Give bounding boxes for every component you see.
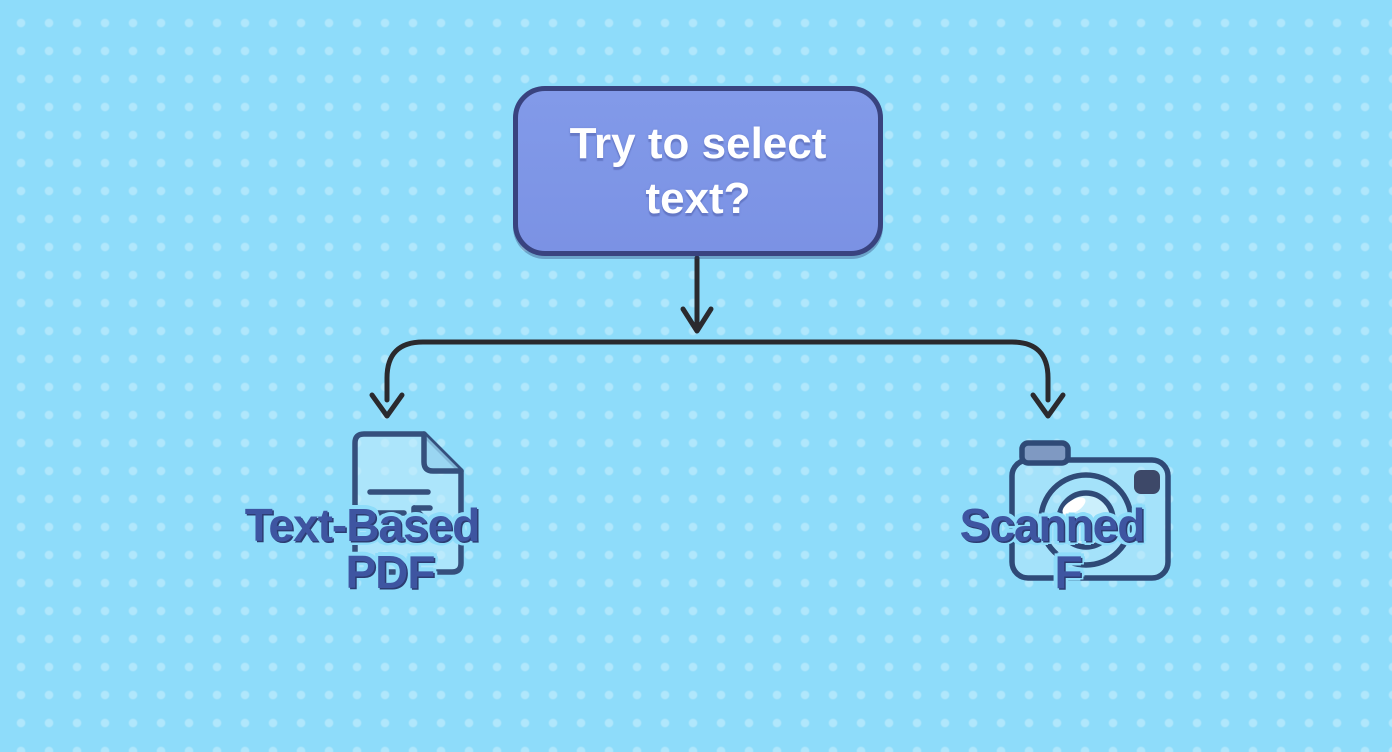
cursor-arrow-icon (411, 505, 439, 533)
right-branch-arrowhead-icon (1030, 392, 1066, 419)
camera-lens-outer (1038, 472, 1134, 568)
right-branch-label-line2: F (1054, 546, 1082, 598)
left-branch-label-line2: PDF (345, 546, 436, 598)
branch-elbow-connector (384, 339, 1051, 403)
right-branch-label-line1: Scanned (959, 499, 1146, 551)
camera-lens-highlight (1062, 497, 1086, 515)
arrow-down-head-icon (680, 306, 714, 334)
decision-label-line2: text? (645, 174, 751, 223)
left-branch-arrowhead-icon (369, 392, 405, 419)
document-folded-corner (421, 431, 464, 474)
left-branch-label-line1: Text-Based (244, 499, 481, 551)
camera-shutter-button (1019, 440, 1071, 466)
camera-flash-square (1134, 470, 1160, 494)
camera-icon (1009, 440, 1171, 581)
decision-label-line1: Try to select (569, 119, 827, 168)
text-document-with-cursor-icon (352, 431, 464, 575)
decision-node: Try to select text? (513, 86, 883, 256)
